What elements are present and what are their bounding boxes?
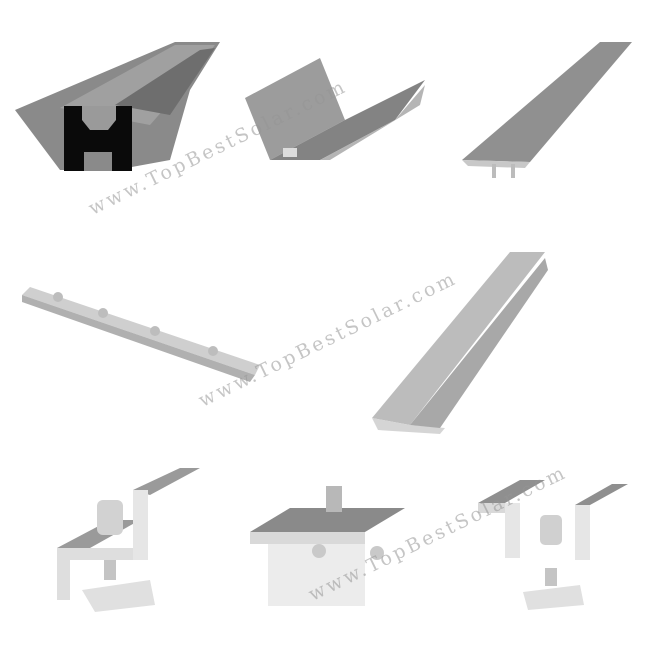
- aluminum-rail-h-profile: [15, 42, 220, 171]
- flat-cover-strip: [462, 42, 632, 178]
- u-channel-rail: [372, 252, 548, 434]
- splice-bar-with-bolts: [22, 287, 260, 382]
- end-clamp: [57, 468, 200, 612]
- rail-channel-profile: [245, 58, 425, 160]
- grounding-clamp: [250, 486, 405, 606]
- mid-clamp: [478, 480, 628, 610]
